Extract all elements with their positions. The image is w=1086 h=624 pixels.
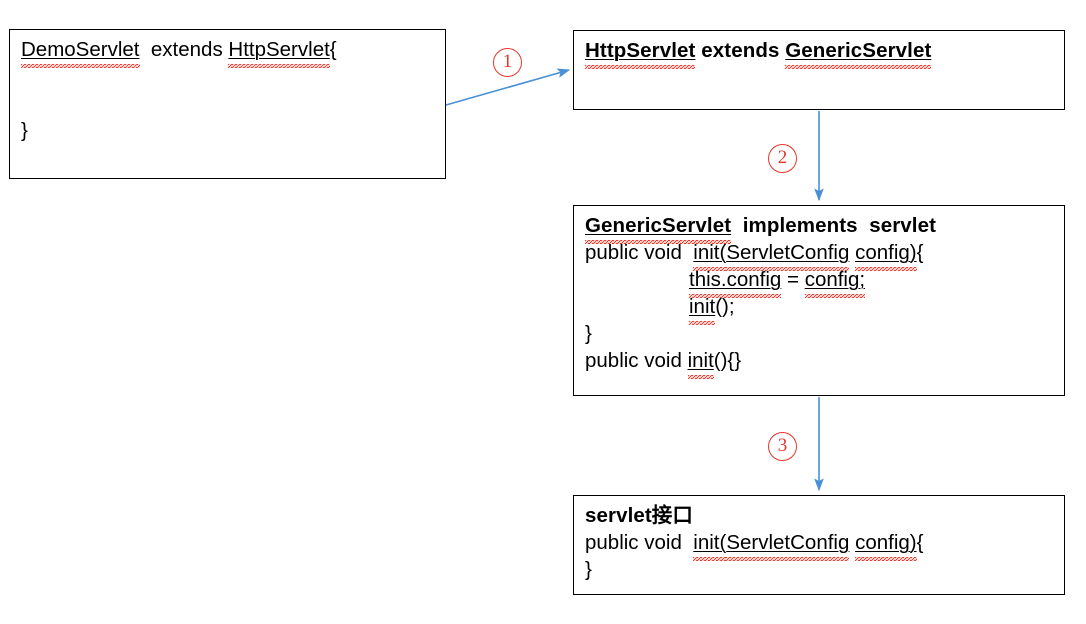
code-line: init(); <box>585 293 1064 325</box>
code-text: implements servlet <box>731 214 937 237</box>
code-line: DemoServlet extends HttpServlet{ <box>21 36 445 68</box>
code-text: (); <box>715 295 735 318</box>
identifier-httpservlet: HttpServlet <box>585 39 696 69</box>
identifier-servletconfig: ServletConfig <box>726 241 850 271</box>
box-servlet-interface[interactable]: servlet接口 public void init(ServletConfig… <box>573 495 1065 595</box>
box-demo-servlet[interactable]: DemoServlet extends HttpServlet{ } <box>9 29 446 179</box>
identifier-config: config) <box>855 531 917 561</box>
code-text: public void <box>585 241 694 264</box>
box-generic-servlet[interactable]: GenericServlet implements servlet public… <box>573 205 1065 396</box>
step-marker-2: 2 <box>768 144 797 173</box>
identifier-init-call: init <box>689 295 716 325</box>
code-line: public void init(ServletConfig config){ <box>585 529 1064 561</box>
code-text: public void <box>585 349 688 372</box>
box-http-servlet[interactable]: HttpServlet extends GenericServlet <box>573 30 1065 110</box>
identifier-httpservlet: HttpServlet <box>228 38 331 68</box>
code-text: extends <box>695 39 786 62</box>
code-text: } <box>585 558 592 581</box>
identifier-this-config: this.config <box>689 268 782 298</box>
code-text: { <box>329 38 337 61</box>
code-line: servlet接口 <box>585 502 1064 529</box>
code-text: } <box>21 119 28 142</box>
identifier-genericservlet: GenericServlet <box>785 39 932 69</box>
code-line-blank <box>21 90 445 117</box>
code-text: { <box>916 531 924 554</box>
identifier-init: init( <box>693 241 727 271</box>
code-text: public void <box>585 531 694 554</box>
identifier-config: config) <box>855 241 917 271</box>
identifier-init: init( <box>693 531 727 561</box>
identifier-config: config; <box>804 268 866 298</box>
code-line: } <box>21 117 445 144</box>
identifier-init-call: init <box>687 349 715 379</box>
code-text: = <box>781 268 805 291</box>
code-text: } <box>585 322 592 345</box>
code-line: public void init(){} <box>585 347 1064 379</box>
code-text: extends <box>139 38 229 61</box>
identifier-genericservlet: GenericServlet <box>585 214 732 244</box>
code-line: GenericServlet implements servlet <box>585 212 1064 244</box>
step-marker-1: 1 <box>493 48 522 77</box>
code-text: { <box>916 241 924 264</box>
code-text: servlet接口 <box>585 504 694 527</box>
step-marker-3: 3 <box>768 432 797 461</box>
code-line: } <box>585 556 1064 583</box>
code-line: public void init(ServletConfig config){ <box>585 239 1064 271</box>
code-line: } <box>585 320 1064 347</box>
identifier-servletconfig: ServletConfig <box>726 531 850 561</box>
code-line: HttpServlet extends GenericServlet <box>585 37 1064 69</box>
code-text: (){} <box>713 349 742 372</box>
identifier-demoservlet: DemoServlet <box>21 38 140 68</box>
code-line: this.config = config; <box>585 266 1064 298</box>
